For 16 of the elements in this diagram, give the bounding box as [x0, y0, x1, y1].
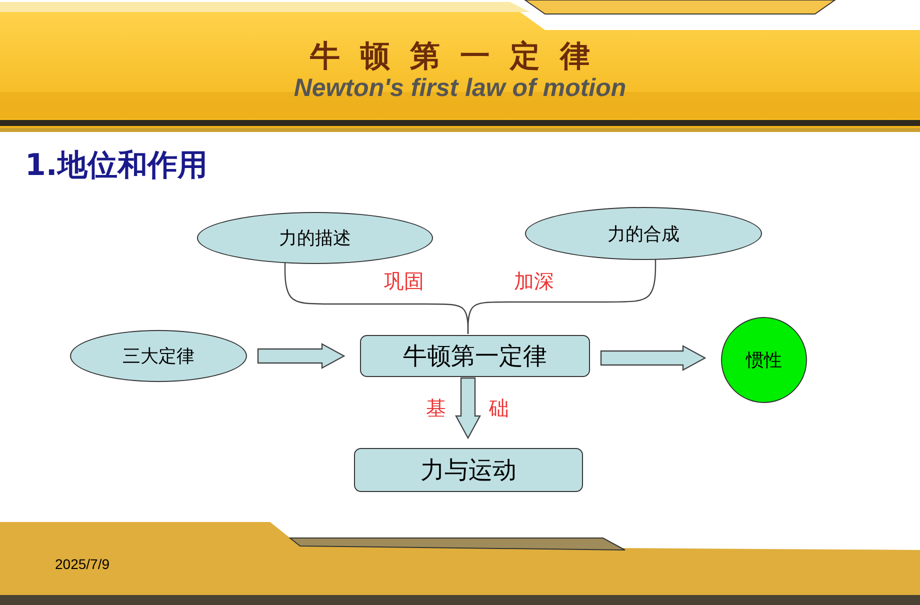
date-text: 2025/7/9 [55, 556, 110, 572]
brace-line [467, 258, 656, 334]
node-text: 力与运动 [420, 455, 516, 486]
node-text: 惯性 [746, 349, 782, 372]
block-arrow [600, 344, 706, 372]
concept-box [354, 448, 583, 492]
concept-box [360, 335, 590, 377]
block-arrow [454, 377, 482, 440]
block-arrow [257, 342, 346, 370]
slide-title: 牛顿第一定律 [309, 38, 611, 76]
node-text: 牛顿第一定律 [403, 341, 547, 372]
node-text: 三大定律 [122, 345, 194, 368]
section-heading: 1.地位和作用 [25, 147, 208, 185]
node-text: 力的合成 [608, 222, 680, 246]
slide-subtitle: Newton's first law of motion [292, 74, 628, 103]
node-text: 力的描述 [279, 227, 351, 250]
